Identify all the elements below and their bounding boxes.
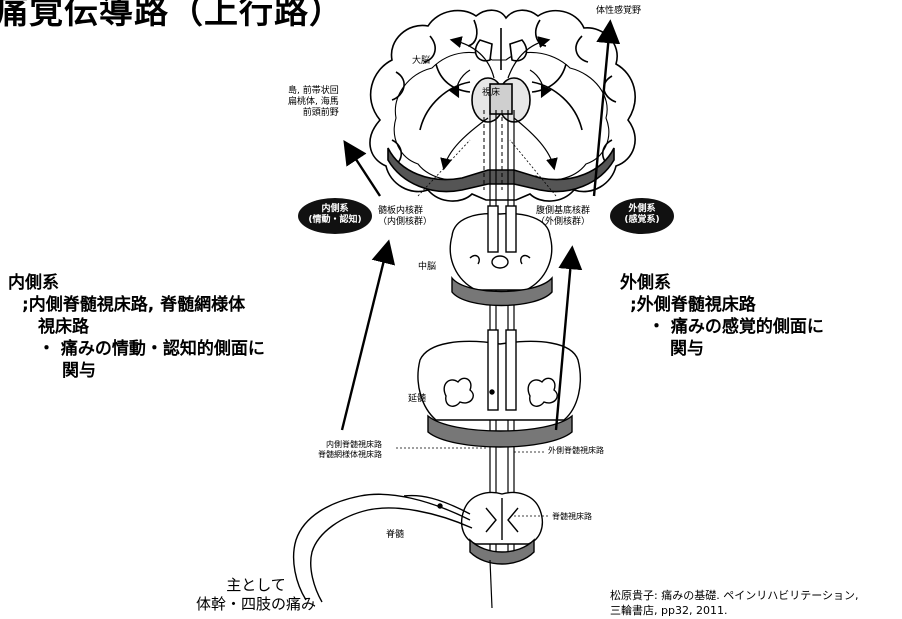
lateral-nuclei-label: 腹側基底核群 （外側核群） (536, 206, 590, 228)
bottom-caption: 主として 体幹・四肢の痛み (196, 576, 316, 614)
medial-badge-line-2: (情動・認知) (298, 215, 372, 226)
lateral-tract-line: ;外側脊髄視床路 (620, 294, 824, 316)
medial-nuclei-label: 髄板内核群 （内側核群） (378, 206, 432, 228)
somatosensory-cortex-label: 体性感覚野 (596, 6, 641, 17)
medial-tract-line-1: 内側脊髄視床路 (318, 440, 382, 450)
citation-line-1: 松原貴子: 痛みの基礎. ペインリハビリテーション, (610, 588, 858, 603)
spinal-cord-label: 脊髄 (386, 530, 404, 541)
medial-system-block: 内側系 ;内側脊髄視床路, 脊髄網様体 視床路 ・ 痛みの情動・認知的側面に 関… (8, 272, 265, 382)
lateral-nuclei-line-1: 腹側基底核群 (536, 206, 590, 217)
medial-tracts-label: 内側脊髄視床路 脊髄網様体視床路 (318, 440, 382, 460)
limbic-line-2: 扁桃体, 海馬 (288, 97, 339, 108)
medial-tract-line-2: 脊髄網様体視床路 (318, 450, 382, 460)
medial-system-badge: 内側系 (情動・認知) (298, 198, 372, 234)
medial-nuclei-line-2: （内側核群） (378, 217, 432, 228)
medial-nuclei-line-1: 髄板内核群 (378, 206, 432, 217)
limbic-areas-label: 島, 前帯状回 扁桃体, 海馬 前頭前野 (288, 86, 339, 119)
caption-line-1: 主として (196, 576, 316, 595)
medial-bullet-line-b: 関与 (8, 360, 265, 382)
lateral-system-heading: 外側系 (620, 272, 824, 294)
lateral-nuclei-line-2: （外側核群） (536, 217, 590, 228)
caption-line-2: 体幹・四肢の痛み (196, 595, 316, 614)
spinal-nerve (294, 494, 472, 602)
citation: 松原貴子: 痛みの基礎. ペインリハビリテーション, 三輪書店, pp32, 2… (610, 588, 858, 618)
limbic-line-3: 前頭前野 (288, 108, 339, 119)
lateral-bullet-line-a: ・ 痛みの感覚的側面に (620, 316, 824, 338)
spinal-cord-section (462, 493, 543, 564)
lateral-system-badge: 外側系 (感覚系) (610, 198, 674, 234)
cerebrum-label: 大脳 (412, 56, 430, 67)
midbrain-label: 中脳 (418, 262, 436, 273)
medulla-label: 延髄 (408, 394, 426, 405)
thalamus-label: 視床 (482, 88, 500, 99)
spinothalamic-label: 脊髄視床路 (552, 512, 592, 522)
lateral-badge-line-2: (感覚系) (610, 215, 674, 226)
medial-badge-line-1: 内側系 (298, 204, 372, 215)
citation-line-2: 三輪書店, pp32, 2011. (610, 603, 858, 618)
lateral-bullet-line-b: 関与 (620, 338, 824, 360)
medial-bullet-line-a: ・ 痛みの情動・認知的側面に (8, 338, 265, 360)
lateral-system-block: 外側系 ;外側脊髄視床路 ・ 痛みの感覚的側面に 関与 (620, 272, 824, 360)
medial-tract-line-b: 視床路 (8, 316, 265, 338)
limbic-line-1: 島, 前帯状回 (288, 86, 339, 97)
medial-system-heading: 内側系 (8, 272, 265, 294)
lateral-badge-line-1: 外側系 (610, 204, 674, 215)
medial-tract-line-a: ;内側脊髄視床路, 脊髄網様体 (8, 294, 265, 316)
slide-title: 痛覚伝導路（上行路） (0, 0, 344, 34)
lateral-spinothalamic-label: 外側脊髄視床路 (548, 446, 604, 456)
